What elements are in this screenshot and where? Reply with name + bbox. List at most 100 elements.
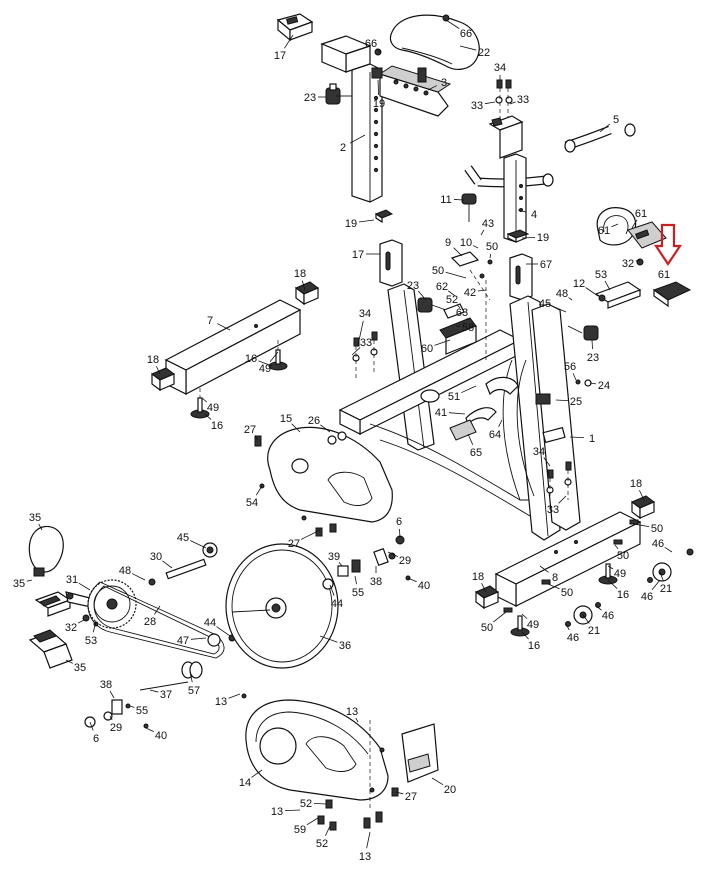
part-label-36: 36: [339, 640, 351, 652]
handlebar-bolts-34-33: [496, 80, 512, 118]
part-label-16b: 16: [211, 420, 223, 432]
leader-64: [499, 420, 502, 427]
pedal-35-left: [36, 592, 70, 616]
part-label-33c: 33: [360, 337, 372, 349]
knob-23-mid: [418, 298, 446, 312]
part-label-50f: 50: [481, 622, 493, 634]
part-label-46c: 46: [602, 610, 614, 622]
part-label-14: 14: [239, 777, 251, 789]
leader-11: [454, 199, 464, 200]
part-label-26: 26: [308, 415, 320, 427]
seat-saddle: [390, 15, 479, 69]
knob-11: [462, 194, 476, 222]
leader-56: [573, 373, 576, 380]
leader-23c: [592, 340, 593, 349]
leader-51: [461, 386, 476, 393]
adjustment-knob-23-top: [326, 84, 352, 104]
sprocket-47-44: [208, 634, 235, 646]
leader-49d: [522, 614, 527, 619]
part-label-27c: 27: [405, 791, 417, 803]
part-label-46b: 46: [641, 591, 653, 603]
part-label-23b: 23: [407, 280, 419, 292]
leader-46b: [652, 580, 660, 590]
part-label-55a: 55: [352, 587, 364, 599]
part-label-30: 30: [150, 551, 162, 563]
part-label-50d: 50: [617, 550, 629, 562]
part-label-53b: 53: [85, 635, 97, 647]
flywheel-36: [226, 544, 338, 668]
leader-19b: [359, 220, 374, 222]
leader-65: [468, 434, 473, 445]
handlebar-post: [504, 154, 526, 242]
leader-55b: [130, 706, 134, 707]
pedal-35-bottom: [30, 630, 72, 668]
part-label-54: 54: [246, 497, 258, 509]
part-label-61a: 61: [635, 208, 647, 220]
part-label-19c: 19: [537, 232, 549, 244]
seat-post: [352, 64, 382, 202]
part-label-50a: 50: [486, 241, 498, 253]
part-label-17b: 17: [352, 249, 364, 261]
part-label-18c: 18: [630, 478, 642, 490]
leader-52b: [314, 803, 326, 804]
part-label-13a: 13: [215, 696, 227, 708]
chain-guard-outer-14: [242, 694, 388, 800]
part-label-24: 24: [598, 380, 610, 392]
part-label-46a: 46: [652, 538, 664, 550]
part-label-40b: 40: [155, 730, 167, 742]
part-label-18d: 18: [472, 571, 484, 583]
part-label-22: 22: [478, 47, 490, 59]
part-label-6b: 6: [93, 733, 99, 745]
leader-13c: [285, 810, 300, 811]
part-label-32: 32: [622, 258, 634, 270]
part-label-60: 60: [421, 343, 433, 355]
leader-50a: [490, 254, 491, 258]
part-label-41: 41: [435, 407, 447, 419]
leader-55a: [355, 576, 357, 584]
part-label-23a: 23: [304, 92, 316, 104]
bracket-20: [402, 724, 438, 782]
part-label-48a: 48: [556, 288, 568, 300]
pedal-strap-35-top: [29, 526, 63, 576]
leader-53a: [605, 281, 610, 290]
leader-54: [256, 486, 262, 495]
part-label-49d: 49: [527, 619, 539, 631]
brake-pads-41-64-65: [450, 377, 518, 440]
leader-50b: [446, 272, 466, 278]
axle-30: [149, 559, 206, 585]
end-cap-18-rear-top: [632, 496, 654, 518]
part-label-18b: 18: [147, 354, 159, 366]
part-label-5: 5: [613, 114, 619, 126]
part-label-4: 4: [531, 209, 537, 221]
part-label-1: 1: [589, 433, 595, 445]
leader-50f: [493, 612, 506, 622]
part-label-35c: 35: [74, 662, 86, 674]
part-label-9: 9: [445, 237, 451, 249]
leader-37: [150, 690, 158, 692]
part-label-47: 47: [177, 635, 189, 647]
part-label-50c: 50: [651, 523, 663, 535]
leader-32b: [78, 620, 84, 623]
part-label-49a: 49: [259, 363, 271, 375]
leader-33a: [485, 102, 495, 104]
part-label-46d: 46: [567, 632, 579, 644]
part-label-23c: 23: [587, 352, 599, 364]
part-label-33d: 33: [547, 504, 559, 516]
part-label-63: 63: [456, 307, 468, 319]
part-label-49b: 49: [207, 402, 219, 414]
part-label-28: 28: [144, 616, 156, 628]
part-label-35a: 35: [29, 512, 41, 524]
part-label-34b: 34: [359, 308, 371, 320]
part-label-37: 37: [160, 689, 172, 701]
leader-38b: [110, 691, 114, 698]
part-label-31: 31: [66, 574, 78, 586]
leader-48a: [569, 298, 572, 300]
part-label-45b: 45: [177, 532, 189, 544]
part-label-33a: 33: [471, 100, 483, 112]
part-label-12: 12: [573, 278, 585, 290]
end-cap-18-top: [296, 282, 318, 304]
bearing-45: [203, 543, 217, 557]
leader-13d: [367, 832, 370, 848]
part-label-19a: 19: [373, 98, 385, 110]
part-label-56: 56: [564, 361, 576, 373]
